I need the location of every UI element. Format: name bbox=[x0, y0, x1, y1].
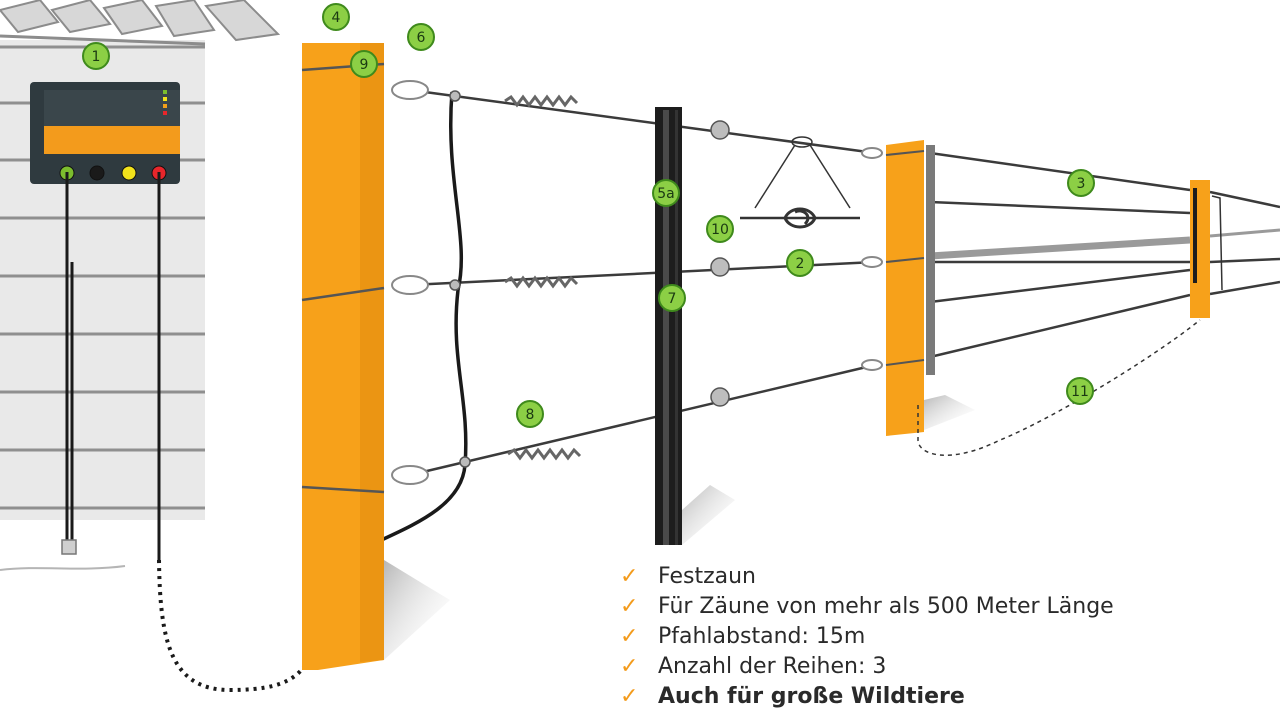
badge-post-corner: 4 bbox=[322, 3, 350, 31]
end-insulators bbox=[391, 80, 883, 485]
line-insulators bbox=[710, 120, 730, 407]
feature-list: ✓ Festzaun ✓ Für Zäune von mehr als 500 Met… bbox=[620, 562, 1114, 712]
badge-label: 7 bbox=[668, 291, 677, 307]
feature-item: ✓ Pfahlabstand: 15m bbox=[620, 622, 1114, 652]
badge-label: 5a bbox=[657, 186, 675, 202]
feature-text: Auch für große Wildtiere bbox=[658, 684, 965, 709]
feature-item: ✓ Auch für große Wildtiere bbox=[620, 682, 1114, 712]
badge-label: 4 bbox=[332, 10, 341, 26]
feature-item: ✓ Anzahl der Reihen: 3 bbox=[620, 652, 1114, 682]
tensioner-springs bbox=[504, 94, 582, 461]
energizer-indicator-leds bbox=[163, 90, 167, 115]
badge-circle bbox=[350, 50, 378, 78]
badge-circle bbox=[516, 400, 544, 428]
badge-circle bbox=[82, 42, 110, 70]
badge-ground-cable: 11 bbox=[1066, 377, 1094, 405]
energizer-device bbox=[30, 82, 180, 184]
energizer-light-1 bbox=[89, 165, 105, 181]
check-icon: ✓ bbox=[620, 684, 639, 709]
feature-text: Anzahl der Reihen: 3 bbox=[658, 654, 887, 679]
badge-circle bbox=[658, 284, 686, 312]
middle-post bbox=[885, 140, 1201, 456]
feature-text: Pfahlabstand: 15m bbox=[658, 624, 866, 649]
energizer-light-2 bbox=[121, 165, 137, 181]
check-icon: ✓ bbox=[620, 624, 639, 649]
badge-wire-far: 3 bbox=[1067, 169, 1095, 197]
corner-post bbox=[301, 43, 385, 670]
badge-circle bbox=[1067, 169, 1095, 197]
badge-label: 6 bbox=[417, 30, 426, 46]
knot-detail bbox=[740, 136, 860, 229]
badge-insulator-line: 7 bbox=[658, 284, 686, 312]
badge-circle bbox=[652, 179, 680, 207]
badge-label: 3 bbox=[1077, 176, 1086, 192]
badge-circle bbox=[407, 23, 435, 51]
far-post bbox=[1190, 180, 1223, 318]
feature-item: ✓ Für Zäune von mehr als 500 Meter Länge bbox=[620, 592, 1114, 622]
badge-knot: 10 bbox=[706, 215, 734, 243]
middle-rail bbox=[929, 236, 1191, 260]
check-icon: ✓ bbox=[620, 564, 639, 589]
badge-label: 1 bbox=[92, 49, 101, 65]
badge-wire-tie: 9 bbox=[350, 50, 378, 78]
badge-label: 9 bbox=[360, 57, 369, 73]
badge-label: 10 bbox=[711, 222, 729, 238]
badge-circle bbox=[706, 215, 734, 243]
badge-post-metal: 5a bbox=[652, 179, 680, 207]
badge-label: 8 bbox=[526, 407, 535, 423]
badge-circle bbox=[322, 3, 350, 31]
badge-circle bbox=[786, 249, 814, 277]
badge-insulator-end: 6 bbox=[407, 23, 435, 51]
check-icon: ✓ bbox=[620, 654, 639, 679]
post-shadows bbox=[384, 395, 975, 660]
feature-item: ✓ Festzaun bbox=[620, 562, 1114, 592]
check-icon: ✓ bbox=[620, 594, 639, 619]
badge-energizer: 1 bbox=[82, 42, 110, 70]
number-badges: 1 2 3 4 5a 6 7 8 9 10 11 bbox=[82, 3, 1095, 428]
badge-tensioner: 8 bbox=[516, 400, 544, 428]
feature-text: Für Zäune von mehr als 500 Meter Länge bbox=[658, 594, 1114, 619]
badge-wire: 2 bbox=[786, 249, 814, 277]
badge-label: 11 bbox=[1071, 384, 1089, 400]
metal-post bbox=[655, 107, 682, 545]
wire-connectors bbox=[449, 90, 471, 468]
badge-circle bbox=[1066, 377, 1094, 405]
feature-text: Festzaun bbox=[658, 564, 756, 589]
badge-label: 2 bbox=[796, 256, 805, 272]
